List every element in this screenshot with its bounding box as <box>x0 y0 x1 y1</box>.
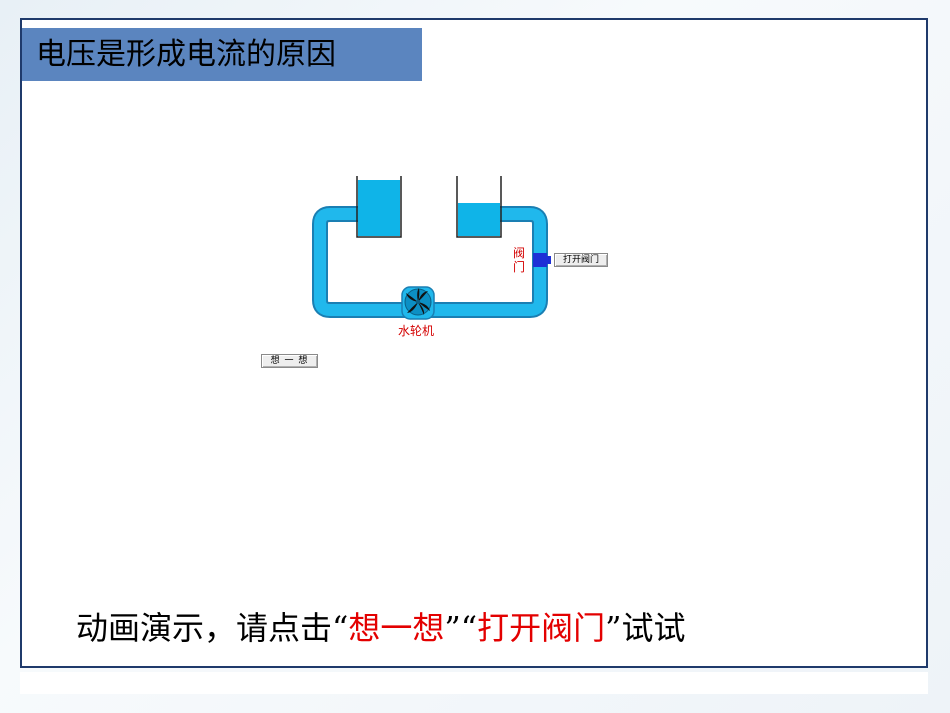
turbine-label: 水轮机 <box>398 324 435 338</box>
left-tank-walls <box>356 176 402 238</box>
instruction-think: 想一想 <box>348 609 445 647</box>
right-tank-water <box>458 203 500 236</box>
open-valve-button[interactable]: 打开阀门 <box>554 253 608 267</box>
turbine-hub <box>415 299 421 305</box>
instruction-middle: ”“ <box>444 609 478 647</box>
instruction-prefix: 动画演示，请点击“ <box>76 609 349 647</box>
right-tank-walls <box>456 176 502 238</box>
slide-title: 电压是形成电流的原因 <box>22 28 422 81</box>
instruction-open-valve: 打开阀门 <box>477 609 606 647</box>
valve-stem <box>547 256 551 264</box>
valve-label: 阀 门 <box>512 246 525 274</box>
slide-frame <box>20 18 928 668</box>
valve <box>533 253 547 267</box>
turbine-blades <box>406 288 430 315</box>
instruction-text: 动画演示，请点击“想一想”“打开阀门”试试 <box>76 603 686 649</box>
left-tank-water <box>358 180 400 236</box>
water-circuit-diagram <box>312 176 551 320</box>
instruction-suffix: ”试试 <box>605 609 686 647</box>
bottom-strip <box>20 672 928 694</box>
think-button[interactable]: 想 一 想 <box>261 354 318 368</box>
